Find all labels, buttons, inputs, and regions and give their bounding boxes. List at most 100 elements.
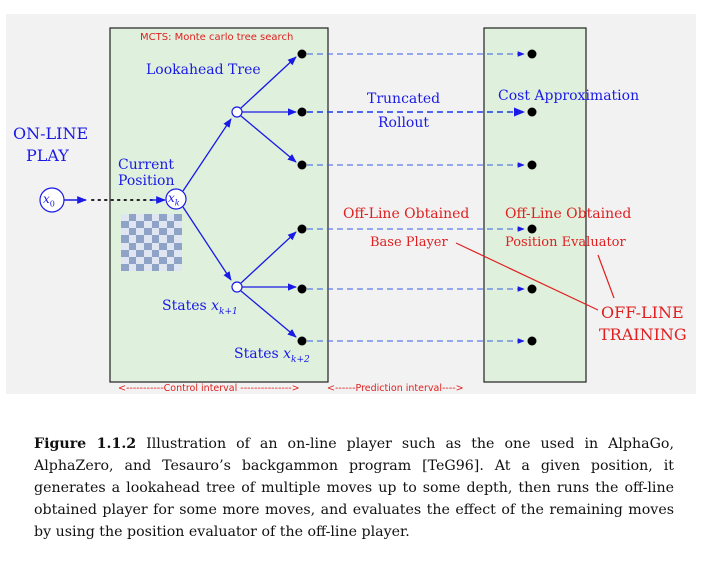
chess-square (136, 214, 144, 222)
truncated-label: Truncated (367, 91, 441, 107)
node-upper (231, 106, 243, 118)
leaf-node (297, 284, 307, 294)
control-interval-label: <-----------Control interval -----------… (118, 383, 300, 394)
chess-square (128, 242, 137, 250)
chess-square (159, 263, 167, 271)
chess-square (159, 221, 167, 229)
chess-square (151, 214, 160, 222)
chess-square (121, 263, 129, 271)
chess-square (136, 263, 144, 271)
edge-upper-1 (240, 56, 297, 109)
chess-square (151, 249, 160, 257)
chess-square (143, 228, 152, 236)
chess-square (159, 228, 167, 236)
chess-square (143, 263, 152, 271)
offline-obtained-left-label: Off-Line Obtained (343, 206, 470, 222)
prediction-interval-label: <------Prediction interval----> (327, 383, 464, 394)
chess-square (121, 256, 129, 264)
position-evaluator-label: Position Evaluator (505, 235, 626, 250)
chess-square (159, 249, 167, 257)
chess-square (143, 242, 152, 250)
chess-square (151, 228, 160, 236)
pointer-base-player (455, 242, 599, 311)
chess-square (121, 242, 129, 250)
caption-text: Illustration of an on-line player such a… (34, 436, 674, 540)
chess-square (136, 235, 144, 243)
diagram-svg (39, 27, 615, 383)
chess-square (128, 256, 137, 264)
chess-square (136, 249, 144, 257)
terminal-node (527, 224, 537, 234)
chess-square (174, 242, 182, 250)
chess-square (166, 221, 175, 229)
terminal-node (527, 284, 537, 294)
chess-square (159, 242, 167, 250)
figure-caption: Figure 1.1.2 Illustration of an on-line … (34, 433, 674, 543)
node-xk (165, 188, 187, 210)
chess-square (174, 214, 182, 222)
chess-square (151, 242, 160, 250)
pointer-position-evaluator (597, 254, 615, 299)
edge-upper-3 (240, 115, 297, 163)
chess-square (128, 235, 137, 243)
chess-square (136, 228, 144, 236)
current-position-label-2: Position (118, 173, 175, 189)
chess-square (128, 228, 137, 236)
chess-square (121, 235, 129, 243)
terminal-node (527, 160, 537, 170)
chess-square (128, 263, 137, 271)
chess-square (166, 228, 175, 236)
edge-xk-lower (182, 206, 232, 281)
chess-square (121, 214, 129, 222)
chess-square (174, 221, 182, 229)
chess-square (136, 221, 144, 229)
chess-square (136, 256, 144, 264)
chess-square (128, 214, 137, 222)
leaf-node (297, 160, 307, 170)
leaf-node (297, 107, 307, 117)
chess-square (143, 235, 152, 243)
control-interval-panel (109, 27, 329, 383)
online-play-label-1: ON-LINE (13, 124, 89, 143)
states-k2-label: States xk+2 (234, 346, 310, 365)
mcts-label: MCTS: Monte carlo tree search (140, 32, 294, 43)
chess-square (151, 256, 160, 264)
chess-square (121, 249, 129, 257)
offline-training-label-2: TRAINING (599, 325, 687, 344)
chess-square (128, 249, 137, 257)
leaf-node (297, 49, 307, 59)
chess-square (174, 263, 182, 271)
terminal-node (527, 107, 537, 117)
chess-square (143, 214, 152, 222)
caption-label: Figure 1.1.2 (34, 436, 137, 452)
x0-label: x0 (43, 192, 55, 209)
xk-label: xk (168, 191, 180, 208)
offline-obtained-right-label: Off-Line Obtained (505, 206, 632, 222)
chess-square (151, 263, 160, 271)
states-k1-label: States xk+1 (162, 298, 238, 317)
chess-square (166, 249, 175, 257)
online-play-label-2: PLAY (26, 146, 69, 165)
node-lower (231, 281, 243, 293)
lookahead-tree-label: Lookahead Tree (146, 62, 261, 78)
edge-lower-3 (240, 290, 297, 338)
chess-square (174, 235, 182, 243)
terminal-node (527, 336, 537, 346)
chess-square (121, 228, 129, 236)
current-position-label-1: Current (118, 157, 175, 173)
chess-square (159, 214, 167, 222)
chess-square (143, 249, 152, 257)
chess-square (143, 256, 152, 264)
chess-square (174, 228, 182, 236)
chess-square (143, 221, 152, 229)
chess-square (166, 242, 175, 250)
leaf-node (297, 336, 307, 346)
leaf-node (297, 224, 307, 234)
chess-square (151, 221, 160, 229)
chess-square (159, 256, 167, 264)
chess-square (151, 235, 160, 243)
chess-square (121, 221, 129, 229)
cost-approximation-label: Cost Approximation (498, 88, 640, 104)
base-player-label: Base Player (370, 235, 448, 250)
edge-lower-1 (240, 231, 297, 284)
